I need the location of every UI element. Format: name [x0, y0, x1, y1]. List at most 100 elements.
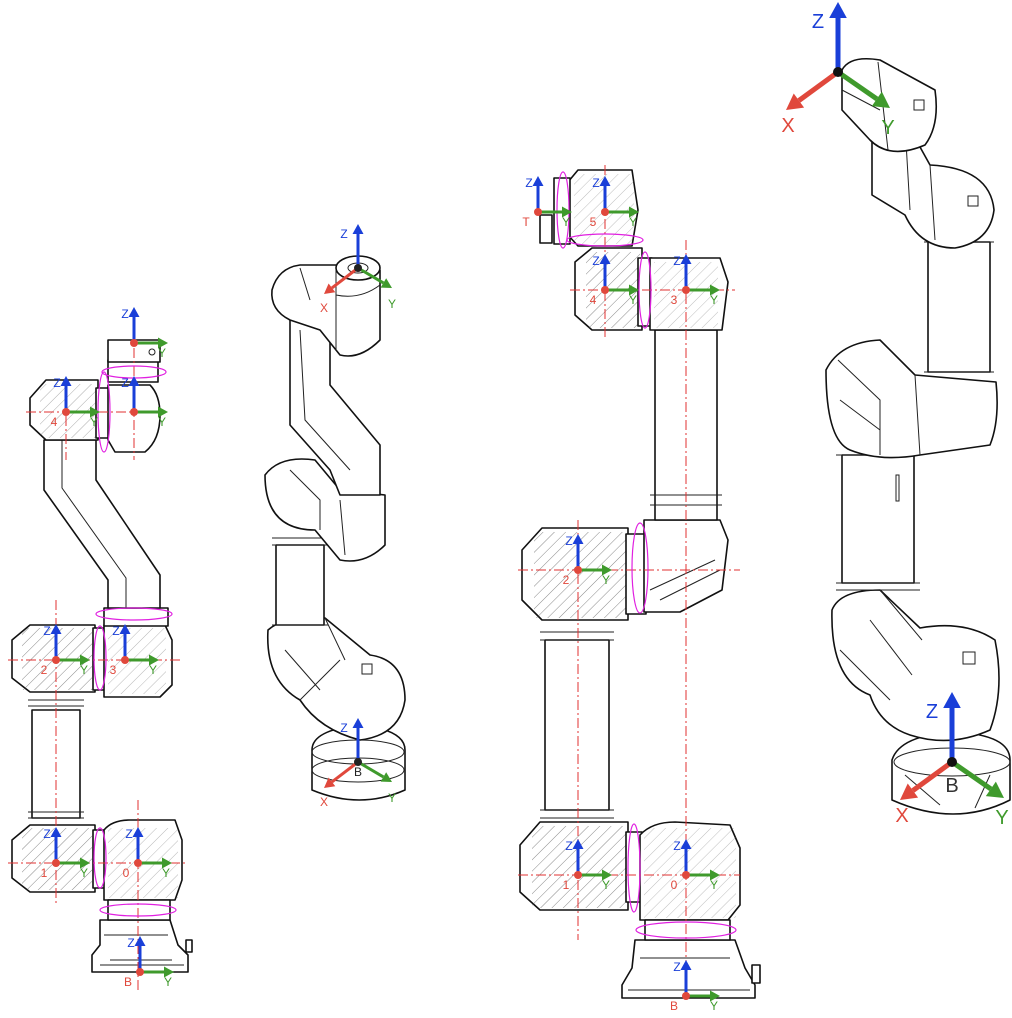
frame-origin [947, 757, 957, 767]
y-axis-arrow [836, 69, 890, 108]
z-axis-label: Z [43, 827, 50, 841]
z-axis-arrow [829, 2, 847, 72]
frame-origin [682, 871, 690, 879]
z-axis-arrow [352, 718, 364, 762]
robot3-frame-2: ZY0 [671, 839, 720, 892]
y-axis-label: Y [710, 999, 718, 1013]
y-axis-label: Y [164, 975, 172, 989]
z-axis-arrow [132, 827, 144, 863]
y-axis-label: Y [90, 415, 98, 429]
z-axis-label: Z [592, 254, 599, 268]
frame-id-label: 5 [590, 215, 597, 229]
frame-origin [121, 656, 129, 664]
y-axis-label: Y [388, 297, 396, 311]
frame-id-label: 0 [123, 866, 130, 880]
robot-4-drawing [825, 57, 1011, 815]
y-axis-label: Y [388, 791, 396, 805]
z-axis-arrow [50, 624, 62, 660]
z-axis-arrow [680, 839, 692, 875]
frame-origin [574, 871, 582, 879]
y-axis-label: Y [158, 346, 166, 360]
x-axis-label: X [895, 805, 908, 827]
z-axis-label: Z [121, 376, 128, 390]
frame-id-label: 1 [41, 866, 48, 880]
robot-1-upper-arm [43, 439, 161, 609]
z-axis-label: Z [673, 960, 680, 974]
z-axis-label: Z [340, 227, 347, 241]
y-axis-label: Y [602, 878, 610, 892]
y-axis-label: Y [562, 215, 570, 229]
frame-id-label: 3 [110, 663, 117, 677]
z-axis-arrow [352, 224, 364, 268]
frame-origin [833, 67, 843, 77]
frame-origin [354, 264, 362, 272]
frame-origin [130, 408, 138, 416]
frame-origin [534, 208, 542, 216]
z-axis-label: Z [565, 534, 572, 548]
robot-4-elbow [825, 339, 998, 459]
frame-id-label: 3 [671, 293, 678, 307]
z-axis-label: Z [127, 936, 134, 950]
y-axis-label: Y [602, 573, 610, 587]
frame-origin [682, 992, 690, 1000]
z-axis-label: Z [525, 176, 532, 190]
y-axis-label: Y [80, 866, 88, 880]
frame-origin [130, 339, 138, 347]
z-axis-arrow [60, 376, 72, 412]
z-axis-label: Z [673, 254, 680, 268]
y-axis-label: Y [629, 293, 637, 307]
robot1-frame-1: Z Y 1 [41, 827, 90, 880]
robot3-frame-1: Z Y 1 [563, 839, 612, 892]
robot1-frame-6: ZY [121, 376, 168, 429]
y-axis-label: Y [162, 866, 170, 880]
z-axis-arrow [134, 936, 146, 972]
frame-id-label: T [522, 215, 530, 229]
robot-4-upper-arm [927, 241, 991, 373]
x-axis-label: X [320, 301, 328, 315]
frame-id-label: 0 [671, 878, 678, 892]
robot3-frame-4: ZY4 [590, 254, 639, 307]
robot3-frame-3: ZY2 [563, 534, 612, 587]
frame-id-label: 2 [41, 663, 48, 677]
z-axis-label: Z [125, 827, 132, 841]
z-axis-arrow [532, 176, 544, 212]
y-axis-label: Y [80, 663, 88, 677]
frame-id-label: B [354, 765, 362, 779]
frame-origin [574, 566, 582, 574]
z-axis-arrow [128, 376, 140, 412]
z-axis-arrow [599, 254, 611, 290]
z-axis-arrow [119, 624, 131, 660]
frame-id-label: B [945, 775, 958, 797]
z-axis-label: Z [926, 701, 938, 723]
robot-3-lower-arm [544, 639, 610, 811]
y-axis-label: Y [881, 117, 894, 139]
z-axis-label: Z [812, 11, 824, 33]
frame-origin [354, 758, 362, 766]
z-axis-label: Z [673, 839, 680, 853]
frame-id-label: B [670, 999, 678, 1013]
x-axis-arrow [900, 759, 954, 800]
frame-origin [134, 859, 142, 867]
robot-3-drawing [518, 165, 761, 1000]
frame-id-label: 1 [563, 878, 570, 892]
robot-2-drawing [264, 255, 406, 801]
z-axis-label: Z [565, 839, 572, 853]
robot1-frame-3: Z Y 2 [41, 624, 90, 677]
robot-2-lower-arm [275, 544, 325, 626]
robot-4-lower-arm [841, 454, 915, 584]
robot1-frame-7: ZY [121, 307, 168, 360]
y-axis-arrow [950, 759, 1004, 798]
z-axis-label: Z [53, 376, 60, 390]
z-axis-label: Z [43, 624, 50, 638]
frame-origin [62, 408, 70, 416]
robot1-frame-4: ZY3 [110, 624, 159, 677]
z-axis-arrow [943, 692, 961, 762]
x-axis-arrow [324, 760, 359, 788]
robot-4-base [891, 731, 1011, 815]
z-axis-arrow [680, 960, 692, 996]
